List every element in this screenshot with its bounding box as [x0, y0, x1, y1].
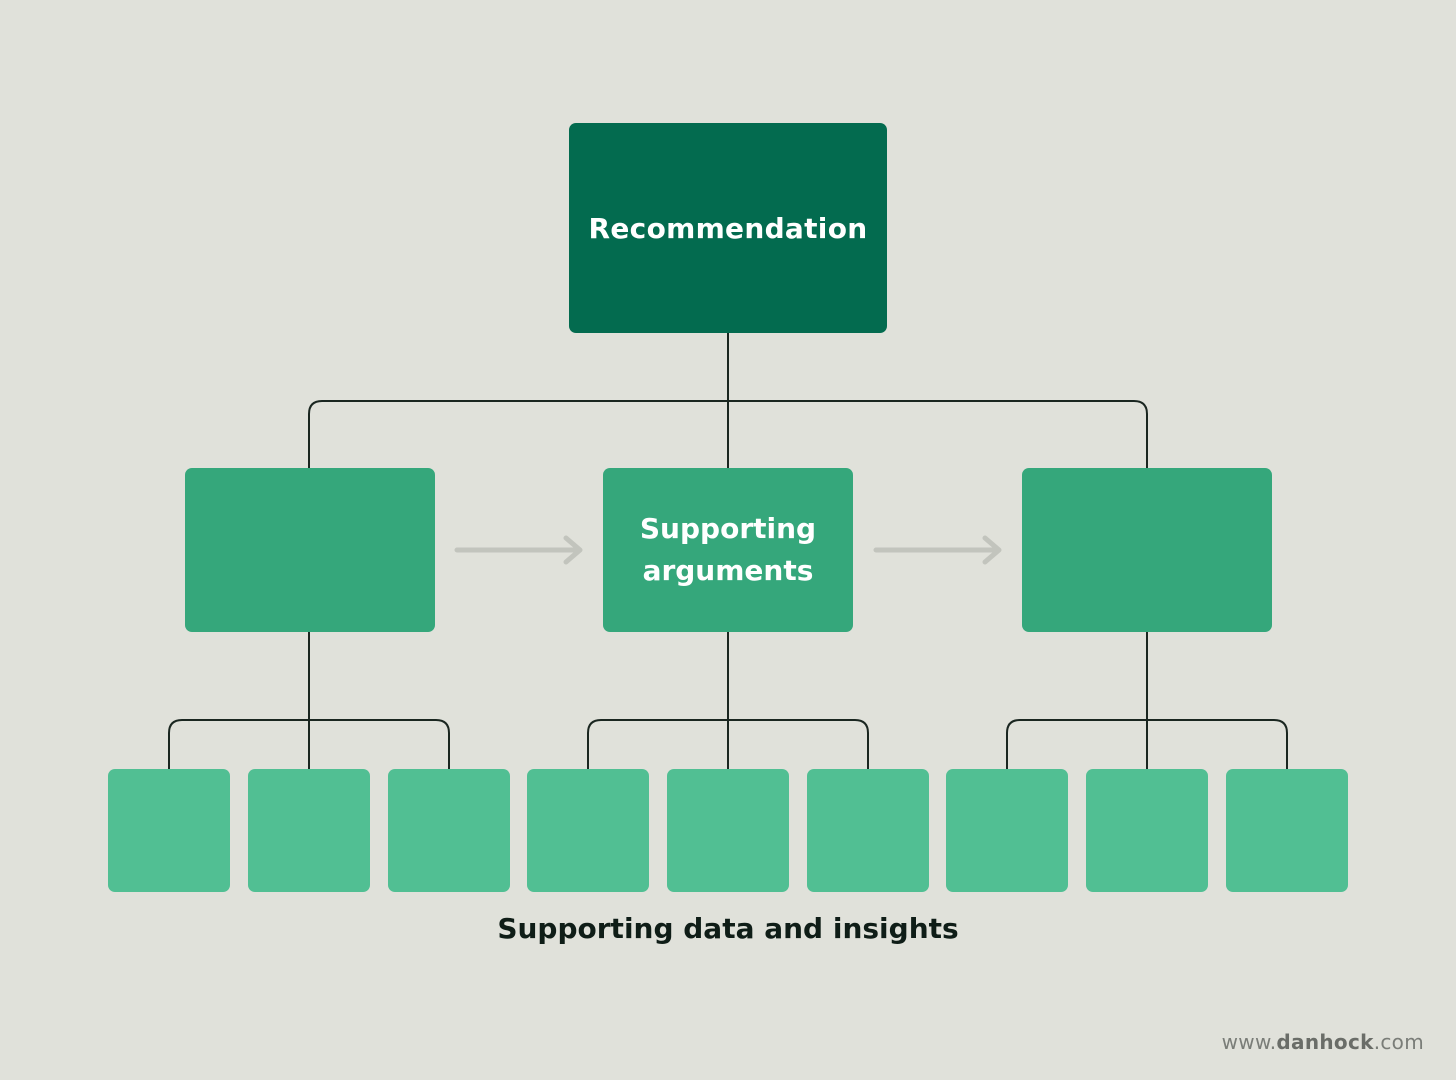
- data-box: [108, 769, 230, 892]
- watermark-brand: danhock: [1276, 1030, 1374, 1054]
- recommendation-label: Recommendation: [588, 211, 868, 245]
- watermark-prefix: www.: [1221, 1030, 1277, 1054]
- root-branch-bracket: [308, 400, 1148, 468]
- data-box: [527, 769, 649, 892]
- watermark-link[interactable]: www.danhock.com: [1222, 1030, 1424, 1054]
- flow-arrow-2: [873, 535, 1002, 565]
- data-box: [946, 769, 1068, 892]
- group2-branch-bracket: [587, 719, 869, 769]
- data-box: [1086, 769, 1208, 892]
- caption-supporting-data: Supporting data and insights: [497, 912, 959, 945]
- group3-branch-bracket: [1006, 719, 1288, 769]
- group1-branch-bracket: [168, 719, 450, 769]
- flow-arrow-1: [454, 535, 583, 565]
- argument-box-3: [1022, 468, 1272, 632]
- data-box: [388, 769, 510, 892]
- argument-box-1: [185, 468, 435, 632]
- recommendation-box: Recommendation: [569, 123, 887, 333]
- data-box: [807, 769, 929, 892]
- data-box: [1226, 769, 1348, 892]
- watermark-suffix: .com: [1373, 1030, 1424, 1054]
- data-box: [248, 769, 370, 892]
- data-box: [667, 769, 789, 892]
